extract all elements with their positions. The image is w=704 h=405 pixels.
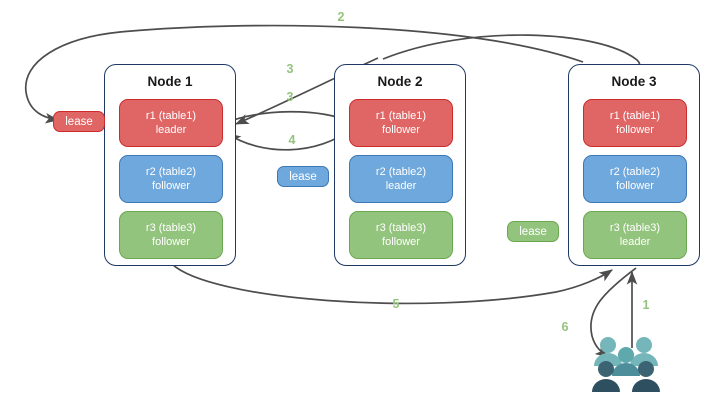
lease-table3[interactable]: lease — [507, 221, 559, 242]
node-1-title: Node 1 — [147, 74, 193, 89]
replica-name: r3 (table3) — [375, 222, 427, 234]
step-label-4: 4 — [288, 133, 296, 147]
people-group-icon — [592, 337, 660, 392]
replica-role: follower — [616, 180, 654, 192]
node-2-title: Node 2 — [377, 74, 423, 89]
node-2-replica-r1[interactable]: r1 (table1) follower — [349, 99, 453, 147]
replica-role: follower — [382, 124, 420, 136]
replica-role: follower — [616, 124, 654, 136]
replica-role: follower — [382, 236, 420, 248]
replica-role: follower — [152, 180, 190, 192]
step-label-5: 5 — [392, 297, 400, 311]
step-label-6: 6 — [561, 320, 569, 334]
replica-name: r1 (table1) — [609, 110, 661, 122]
step-label-1: 1 — [642, 298, 650, 312]
edge-step-3-b — [221, 110, 353, 125]
node-1[interactable]: Node 1 r1 (table1) leader r2 (table2) fo… — [104, 64, 236, 266]
replica-role: leader — [619, 236, 651, 248]
replica-name: r1 (table1) — [375, 110, 427, 122]
node-3-replica-r2[interactable]: r2 (table2) follower — [583, 155, 687, 203]
node-3[interactable]: Node 3 r1 (table1) follower r2 (table2) … — [568, 64, 700, 266]
replica-name: r2 (table2) — [609, 166, 661, 178]
replica-name: r2 (table2) — [375, 166, 427, 178]
node-2[interactable]: Node 2 r1 (table1) follower r2 (table2) … — [334, 64, 466, 266]
lease-table1[interactable]: lease — [53, 111, 105, 132]
replica-role: leader — [385, 180, 417, 192]
node-1-replica-r3[interactable]: r3 (table3) follower — [119, 211, 223, 259]
replica-name: r2 (table2) — [145, 166, 197, 178]
replica-role: follower — [152, 236, 190, 248]
step-label-3-a: 3 — [286, 62, 294, 76]
node-2-replica-r2[interactable]: r2 (table2) leader — [349, 155, 453, 203]
clients-actor[interactable] — [592, 336, 660, 396]
step-label-3-b: 3 — [286, 90, 294, 104]
node-3-replica-r3[interactable]: r3 (table3) leader — [583, 211, 687, 259]
node-1-replica-r2[interactable]: r2 (table2) follower — [119, 155, 223, 203]
node-3-title: Node 3 — [611, 74, 657, 89]
node-3-replica-r1[interactable]: r1 (table1) follower — [583, 99, 687, 147]
replica-name: r1 (table1) — [145, 110, 197, 122]
node-2-replica-r3[interactable]: r3 (table3) follower — [349, 211, 453, 259]
node-1-replica-r1[interactable]: r1 (table1) leader — [119, 99, 223, 147]
replica-role: leader — [155, 124, 187, 136]
lease-table2[interactable]: lease — [277, 166, 329, 187]
step-label-2: 2 — [337, 10, 345, 24]
replica-name: r3 (table3) — [609, 222, 661, 234]
replica-name: r3 (table3) — [145, 222, 197, 234]
